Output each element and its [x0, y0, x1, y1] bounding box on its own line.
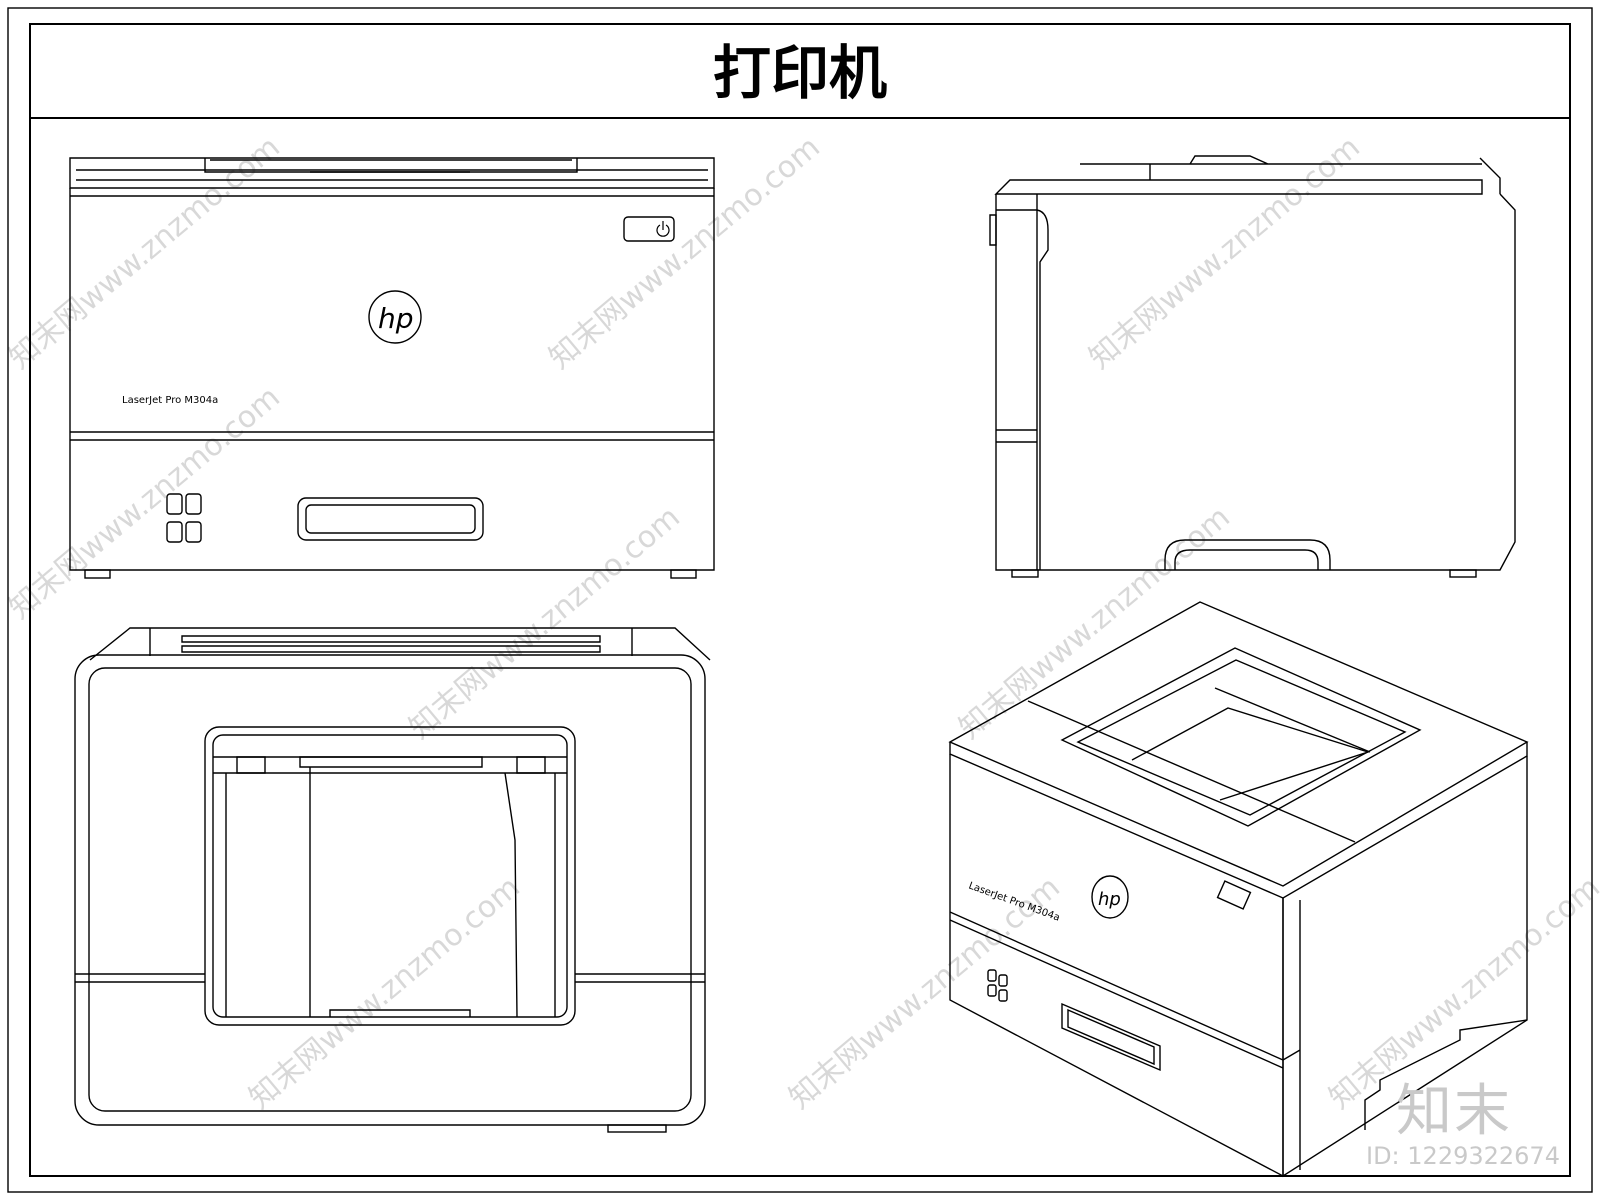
iso-output-tray: [1060, 647, 1422, 827]
foot-left: [84, 569, 111, 579]
svg-text:hp: hp: [378, 302, 414, 335]
top-rear-edge: [89, 627, 711, 661]
model-label: LaserJet Pro M304a: [122, 395, 218, 406]
page-title: 打印机: [712, 39, 887, 107]
foot-right: [670, 569, 697, 579]
hp-logo-icon: hp: [368, 290, 422, 344]
printer-body: [69, 188, 715, 571]
side-foot-right: [1449, 569, 1477, 578]
outer-frame: [7, 7, 1593, 1193]
side-handle: [1164, 539, 1331, 570]
iso-base: [1364, 1019, 1528, 1130]
top-foot: [607, 1124, 667, 1133]
brand-watermark: 知末: [1396, 1079, 1512, 1144]
control-panel-icon: [166, 493, 202, 543]
top-view: [74, 627, 711, 1133]
watermark: 知末网www.znzmo.com: [953, 500, 1237, 746]
watermark: 知末网www.znzmo.com: [3, 130, 287, 376]
side-view: [989, 155, 1516, 578]
image-id: ID: 1229322674: [1366, 1142, 1560, 1170]
watermark: 知末网www.znzmo.com: [543, 130, 827, 376]
svg-text:hp: hp: [1098, 889, 1121, 910]
iso-control-panel-icon: [987, 969, 1008, 1002]
watermark: 知末网www.znzmo.com: [243, 870, 527, 1116]
watermark: 知末网www.znzmo.com: [1083, 130, 1367, 376]
side-foot-left: [1011, 569, 1039, 578]
iso-tray-handle: [1061, 1002, 1161, 1072]
top-outer: [74, 654, 706, 1126]
output-tray: [204, 726, 576, 1026]
watermark: 知末网www.znzmo.com: [3, 380, 287, 626]
top-cover: [69, 157, 715, 189]
watermark: 知末网www.znzmo.com: [403, 500, 687, 746]
tray-handle: [297, 497, 484, 541]
side-top: [994, 179, 1483, 195]
side-body: [995, 193, 1516, 571]
iso-top: [948, 601, 1529, 887]
iso-power-icon: [1216, 880, 1252, 910]
inner-frame: [29, 23, 1571, 1177]
iso-hp-logo-icon: hp: [1091, 875, 1129, 919]
power-icon: [623, 216, 675, 242]
front-view: hp LaserJet Pro M304a: [69, 157, 715, 579]
watermark-layer: 知末网www.znzmo.com 知末网www.znzmo.com 知末网www…: [3, 130, 1600, 1116]
